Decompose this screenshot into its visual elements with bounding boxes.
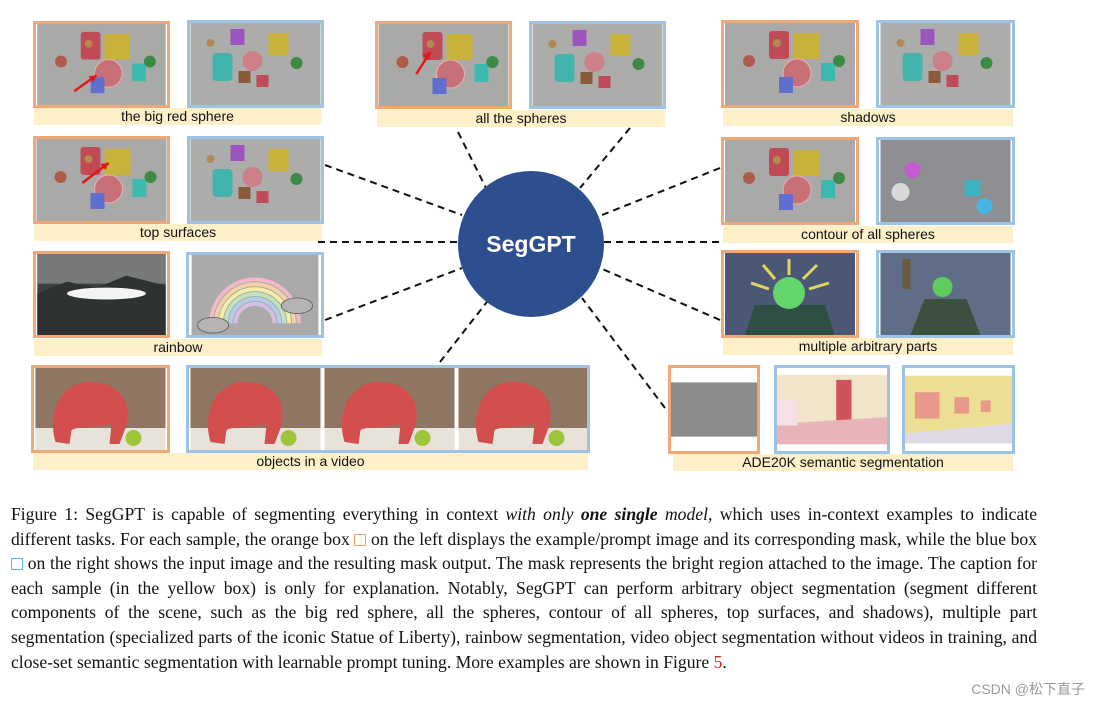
caption-text: on the right shows the input image and t… bbox=[11, 553, 1037, 672]
connector-parts bbox=[599, 267, 721, 321]
input-image-big-red-sphere bbox=[187, 20, 324, 108]
input-image-top-surfaces bbox=[187, 136, 324, 224]
figure-caption: Figure 1: SegGPT is capable of segmentin… bbox=[11, 502, 1037, 674]
connector-shadows bbox=[579, 127, 631, 189]
prompt-image-top-surfaces bbox=[33, 136, 170, 224]
red-arrow-icon bbox=[415, 51, 432, 75]
caption-text: . bbox=[722, 651, 727, 672]
orange-box-icon bbox=[354, 533, 367, 546]
caption-italic: with only bbox=[505, 504, 581, 524]
connector-video bbox=[439, 297, 491, 363]
connector-ade20k bbox=[581, 297, 666, 409]
prompt-image-big-red-sphere bbox=[33, 21, 170, 108]
connector-top-surfaces bbox=[324, 164, 463, 216]
task-label: ADE20K semantic segmentation bbox=[673, 454, 1013, 471]
input-image-all-spheres bbox=[529, 21, 666, 109]
task-label: shadows bbox=[723, 109, 1013, 126]
connector-contour bbox=[601, 167, 721, 216]
input-image-room-1 bbox=[774, 365, 890, 454]
task-label: top surfaces bbox=[34, 224, 322, 241]
input-image-shadows bbox=[876, 20, 1015, 108]
caption-text: , which uses in-context examples to indi… bbox=[11, 504, 1037, 549]
figure-reference-link[interactable]: 5 bbox=[713, 651, 723, 672]
prompt-image-contour bbox=[721, 137, 859, 225]
seggpt-hub: SegGPT bbox=[458, 171, 604, 317]
caption-text: on the left displays the example/prompt … bbox=[366, 528, 1038, 549]
input-image-rainbow bbox=[186, 252, 324, 338]
red-arrow-icon bbox=[73, 74, 98, 93]
prompt-image-all-spheres bbox=[375, 21, 512, 109]
caption-text: Figure 1: SegGPT is capable of segmentin… bbox=[11, 504, 506, 524]
input-image-contour bbox=[876, 137, 1015, 225]
watermark: CSDN @松下直子 bbox=[971, 681, 1085, 697]
caption-bold-italic: one single bbox=[580, 504, 658, 524]
red-arrow-icon bbox=[81, 162, 110, 184]
input-image-room-2 bbox=[902, 365, 1015, 454]
input-image-liberty bbox=[876, 250, 1015, 338]
prompt-noise-token bbox=[668, 365, 760, 454]
prompt-image-rainbow bbox=[33, 251, 170, 338]
blue-box-icon bbox=[11, 558, 23, 571]
task-label: rainbow bbox=[34, 339, 322, 356]
task-label: all the spheres bbox=[377, 110, 665, 127]
caption-italic: model bbox=[657, 504, 708, 524]
connector-all-spheres bbox=[457, 131, 487, 189]
task-label: contour of all spheres bbox=[723, 226, 1013, 243]
task-label: objects in a video bbox=[33, 453, 588, 470]
prompt-image-video bbox=[31, 365, 170, 453]
task-label: multiple arbitrary parts bbox=[723, 338, 1013, 355]
prompt-image-shadows bbox=[721, 20, 859, 108]
task-label: the big red sphere bbox=[34, 108, 321, 125]
prompt-image-liberty bbox=[721, 250, 859, 338]
input-video-frames bbox=[186, 365, 590, 453]
connector-lines bbox=[318, 127, 722, 409]
connector-rainbow bbox=[324, 267, 463, 321]
